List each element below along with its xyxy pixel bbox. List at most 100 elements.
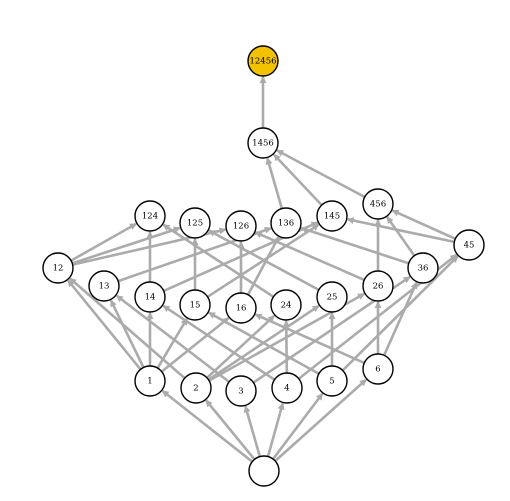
node-126: 126: [225, 210, 257, 242]
node-label: 456: [370, 200, 386, 210]
node-label: 12456: [249, 57, 276, 67]
edge-4-to-24: [282, 319, 290, 374]
node-circle: [362, 270, 394, 302]
edge-2-to-25: [207, 304, 320, 381]
node-circle: [247, 127, 279, 159]
node-12456: 12456: [247, 45, 279, 77]
node-label: 12: [53, 264, 64, 274]
node-6: 6: [362, 353, 394, 385]
node-label: 124: [142, 212, 158, 222]
node-3: 3: [225, 375, 257, 407]
node-circle: [407, 252, 439, 284]
node-circle: [88, 270, 120, 302]
edge-empty-to-4: [266, 402, 285, 457]
node-13: 13: [88, 270, 120, 302]
edge-empty-to-2: [205, 399, 256, 461]
node-label: 16: [236, 304, 247, 314]
node-label: 25: [327, 293, 338, 303]
edge-3-to-13: [115, 294, 230, 383]
node-circle: [453, 229, 485, 261]
node-1: 1: [134, 365, 166, 397]
node-2: 2: [180, 372, 212, 404]
node-label: 13: [99, 282, 110, 292]
node-26: 26: [362, 270, 394, 302]
node-label: 6: [375, 365, 380, 375]
node-circle: [248, 455, 280, 487]
node-label: 5: [329, 377, 334, 387]
edge-1-to-12: [67, 279, 142, 371]
node-124: 124: [134, 200, 166, 232]
node-label: 125: [187, 219, 203, 229]
edge-45-to-145: [346, 217, 455, 244]
node-circle: [316, 281, 348, 313]
node-label: 24: [281, 301, 292, 311]
node-label: 4: [284, 384, 289, 394]
node-circle: [134, 200, 166, 232]
node-empty: [248, 455, 280, 487]
edge-empty-to-5: [272, 392, 324, 460]
node-5: 5: [316, 365, 348, 397]
node-circle: [134, 281, 166, 313]
node-circle: [179, 289, 211, 321]
node-456: 456: [362, 188, 394, 220]
edge-36-to-456: [386, 216, 416, 257]
node-145: 145: [316, 200, 348, 232]
node-36: 36: [407, 252, 439, 284]
edge-15-to-145: [206, 223, 320, 298]
edge-2-to-24: [206, 314, 276, 379]
node-circle: [225, 210, 257, 242]
edge-empty-to-6: [274, 378, 367, 462]
node-circle: [316, 200, 348, 232]
node-25: 25: [316, 281, 348, 313]
edge-12-to-124: [70, 222, 137, 262]
node-4: 4: [271, 372, 303, 404]
node-1456: 1456: [247, 127, 279, 159]
edge-1-to-15: [156, 317, 188, 369]
edge-456-to-1456: [276, 149, 366, 199]
edge-6-to-36: [382, 281, 418, 356]
node-circle: [134, 365, 166, 397]
node-circle: [316, 365, 348, 397]
node-16: 16: [225, 292, 257, 324]
node-circle: [271, 372, 303, 404]
node-circle: [362, 188, 394, 220]
node-circle: [270, 207, 302, 239]
node-label: 26: [373, 282, 384, 292]
node-label: 145: [324, 212, 340, 222]
node-circle: [180, 372, 212, 404]
node-label: 136: [278, 219, 294, 229]
edge-24-to-124: [162, 223, 275, 298]
node-12: 12: [42, 252, 74, 284]
node-14: 14: [134, 281, 166, 313]
edge-16-to-136: [246, 236, 280, 296]
node-label: 36: [418, 264, 429, 274]
edge-1-to-16: [160, 316, 230, 373]
node-circle: [362, 353, 394, 385]
node-circle: [270, 289, 302, 321]
edge-136-to-1456: [265, 157, 284, 209]
node-label: 45: [464, 241, 475, 251]
node-label: 1456: [252, 139, 274, 149]
edge-empty-to-3: [243, 405, 262, 457]
node-136: 136: [270, 207, 302, 239]
node-circle: [225, 292, 257, 324]
edge-1-to-13: [109, 299, 145, 369]
edge-12-to-125: [71, 226, 181, 265]
node-label: 3: [238, 387, 243, 397]
node-label: 2: [193, 384, 198, 394]
edge-36-to-136: [300, 226, 410, 265]
edge-45-to-456: [391, 209, 456, 241]
edge-5-to-45: [341, 255, 459, 372]
node-45: 45: [453, 229, 485, 261]
node-label: 1: [147, 377, 152, 387]
node-125: 125: [179, 207, 211, 239]
node-15: 15: [179, 289, 211, 321]
node-circle: [42, 252, 74, 284]
node-label: 126: [233, 222, 249, 232]
node-label: 14: [145, 293, 156, 303]
edge-145-to-1456: [273, 153, 323, 206]
edge-2-to-12: [69, 277, 186, 380]
node-24: 24: [270, 289, 302, 321]
